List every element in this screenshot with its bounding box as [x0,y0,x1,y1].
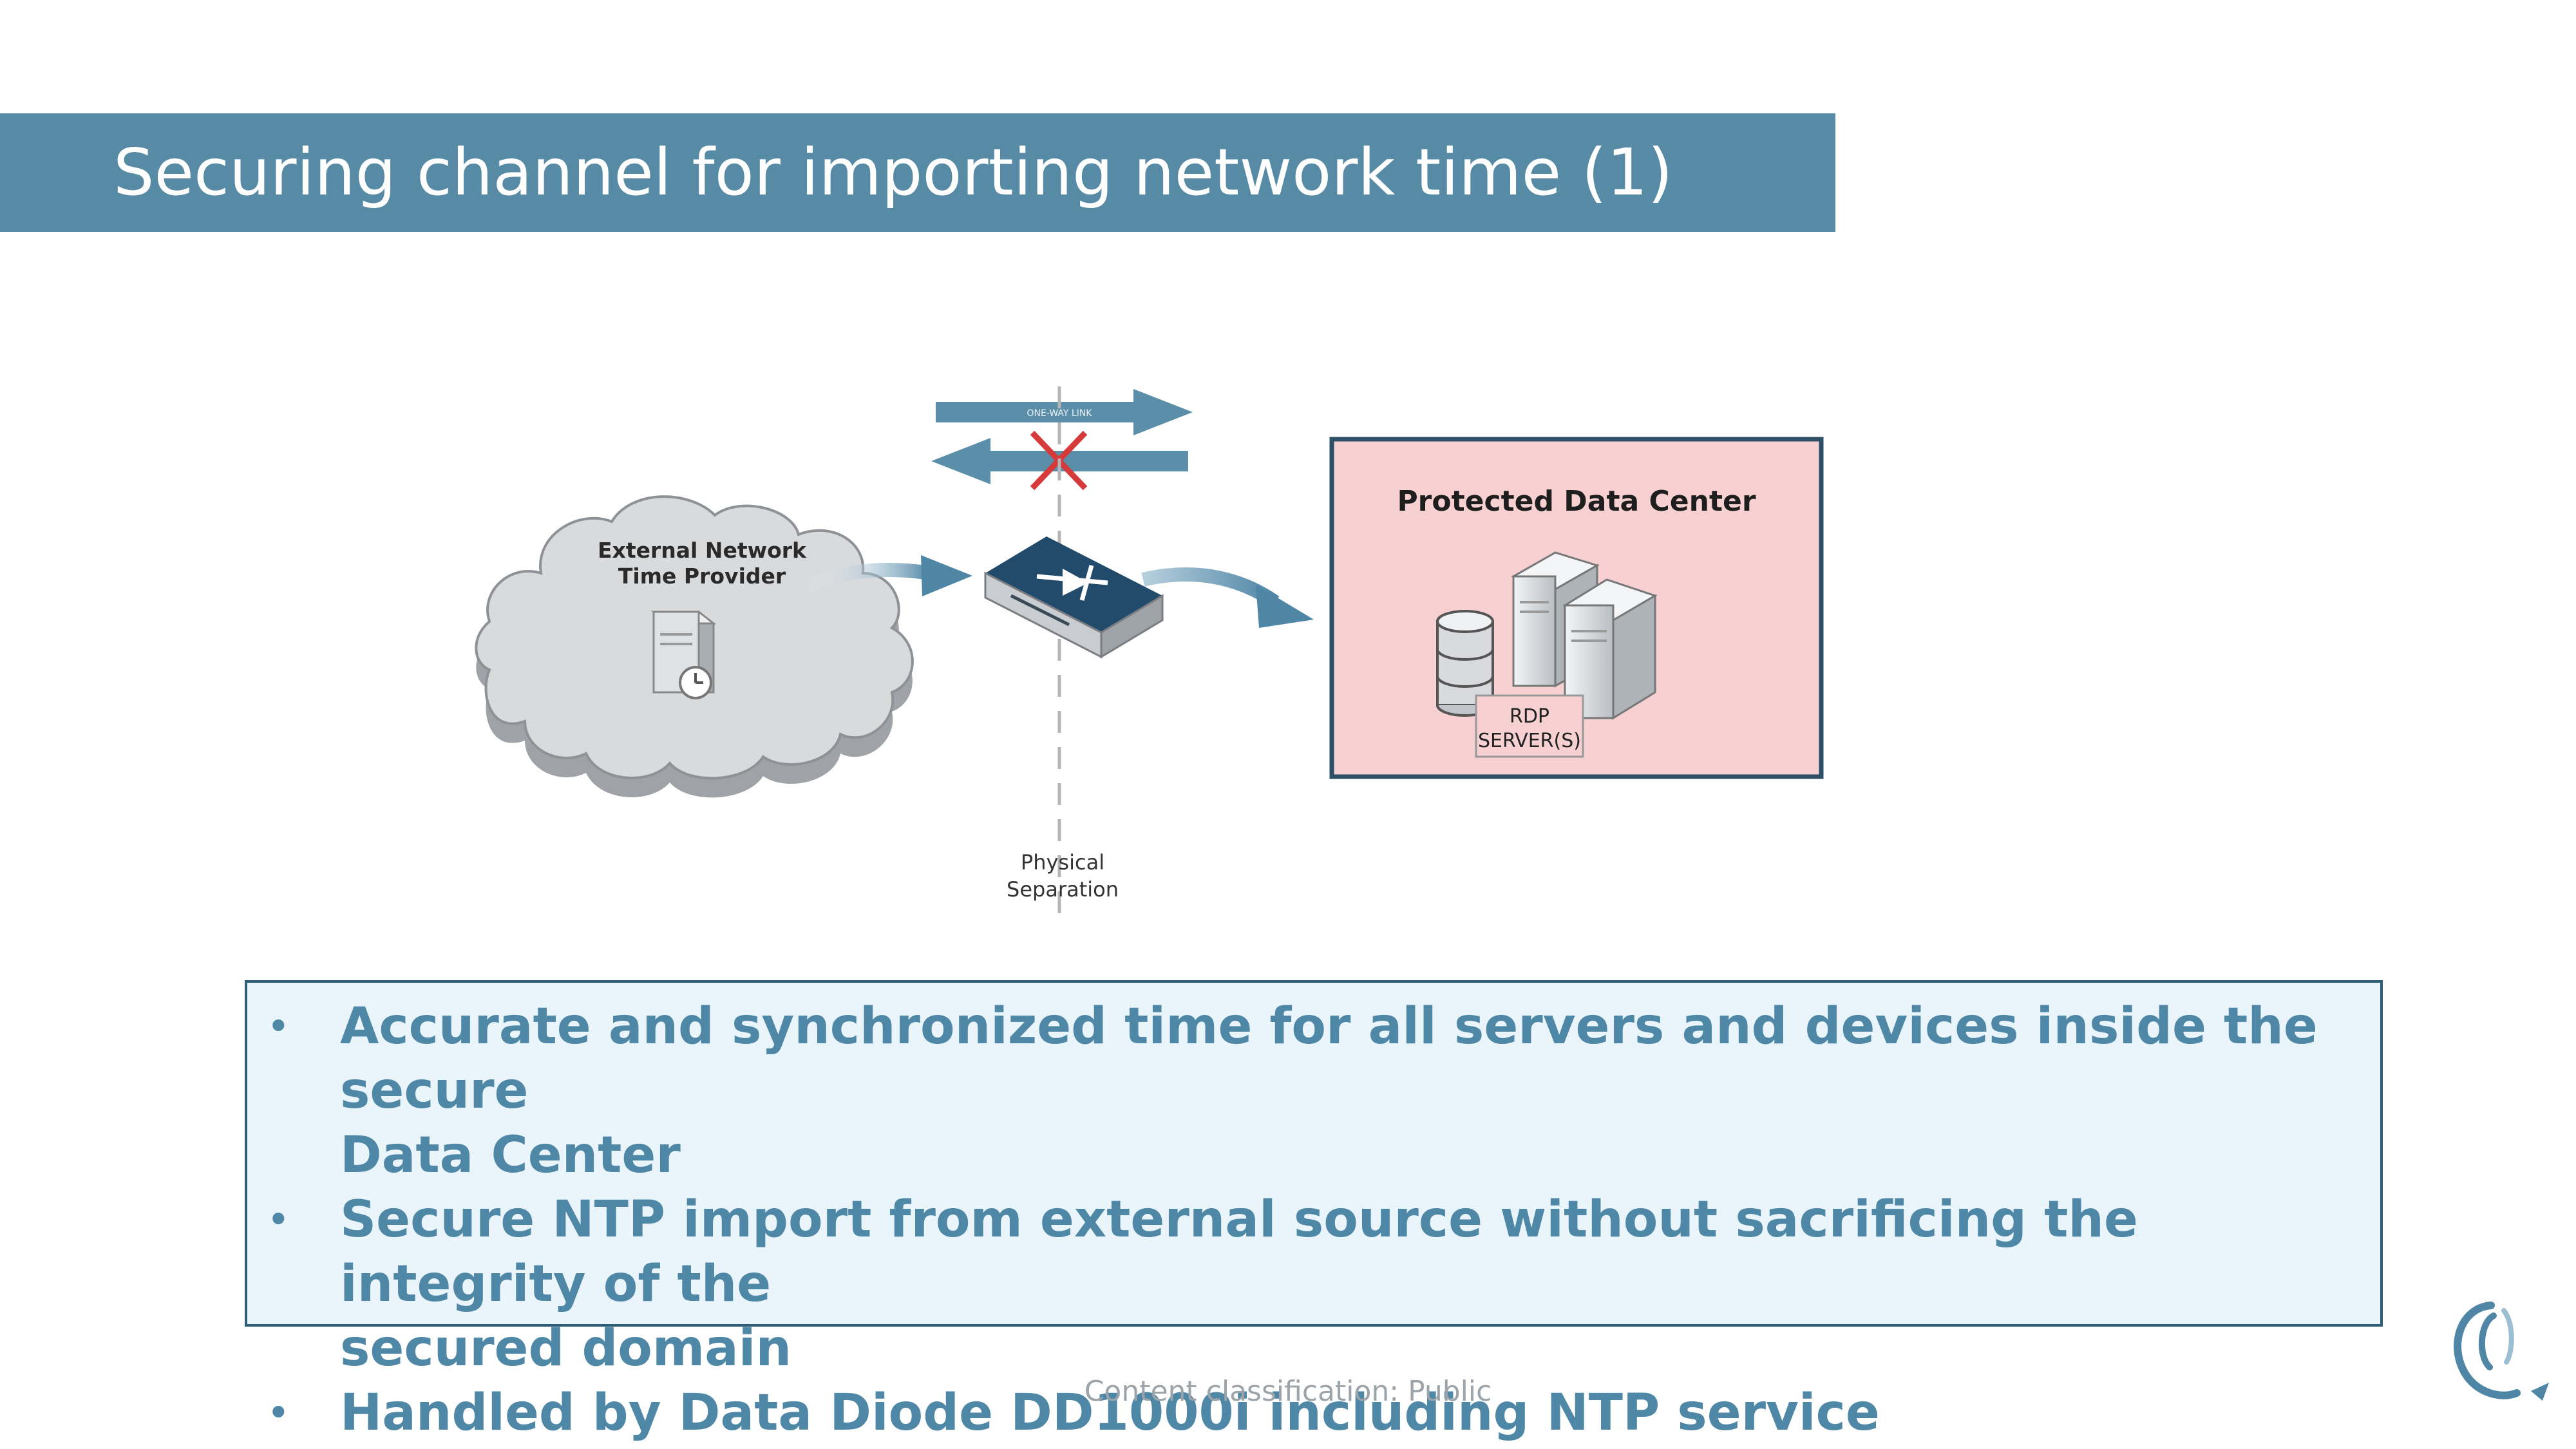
server-label-1: RDP [1510,705,1549,728]
bullet-1-line-2: Data Center [340,1126,681,1184]
key-points-box: • Accurate and synchronized time for all… [245,980,2383,1442]
data-diode-icon [984,536,1164,659]
bullet-icon: • [267,1196,290,1243]
one-way-link-arrow: ONE-WAY LINK [936,389,1193,435]
list-item: • Accurate and synchronized time for all… [247,994,2372,1188]
database-icon [1436,610,1494,717]
server-label-box [1475,694,1584,758]
company-logo-icon [2454,1302,2549,1401]
classification-footer: Content classification: Public [1084,1375,1492,1408]
list-item: • Handled by Data Diode DD1000i includin… [247,1381,2372,1445]
bullet-1-line-1: Accurate and synchronized time for all s… [340,998,2318,1120]
flow-arrow-in [802,555,972,596]
time-server-icon [650,611,717,699]
bullet-2-line-1: Secure NTP import from external source w… [340,1191,2138,1313]
cloud-label-2: Time Provider [618,564,786,589]
server-label-2: SERVER(S) [1478,730,1581,752]
separation-label-2: Separation [1007,877,1119,902]
cloud-label-1: External Network [598,538,807,563]
data-center-title: Protected Data Center [1397,485,1756,518]
separation-label-1: Physical [1021,850,1104,875]
list-item: • Secure NTP import from external source… [247,1188,2372,1381]
bullet-3-line-1: Handled by Data Diode DD1000i including … [340,1384,1880,1442]
bullet-icon: • [267,1389,290,1436]
bullet-2-line-2: secured domain [340,1320,792,1378]
bullet-icon: • [267,1003,290,1050]
one-way-link-label: ONE-WAY LINK [1027,408,1093,419]
title-bar: Securing channel for importing network t… [0,113,1835,232]
key-points-list: • Accurate and synchronized time for all… [247,994,2372,1445]
slide-title: Securing channel for importing network t… [113,135,1673,210]
server-rack-icon [1511,551,1658,720]
flow-arrow-out [1141,567,1314,628]
